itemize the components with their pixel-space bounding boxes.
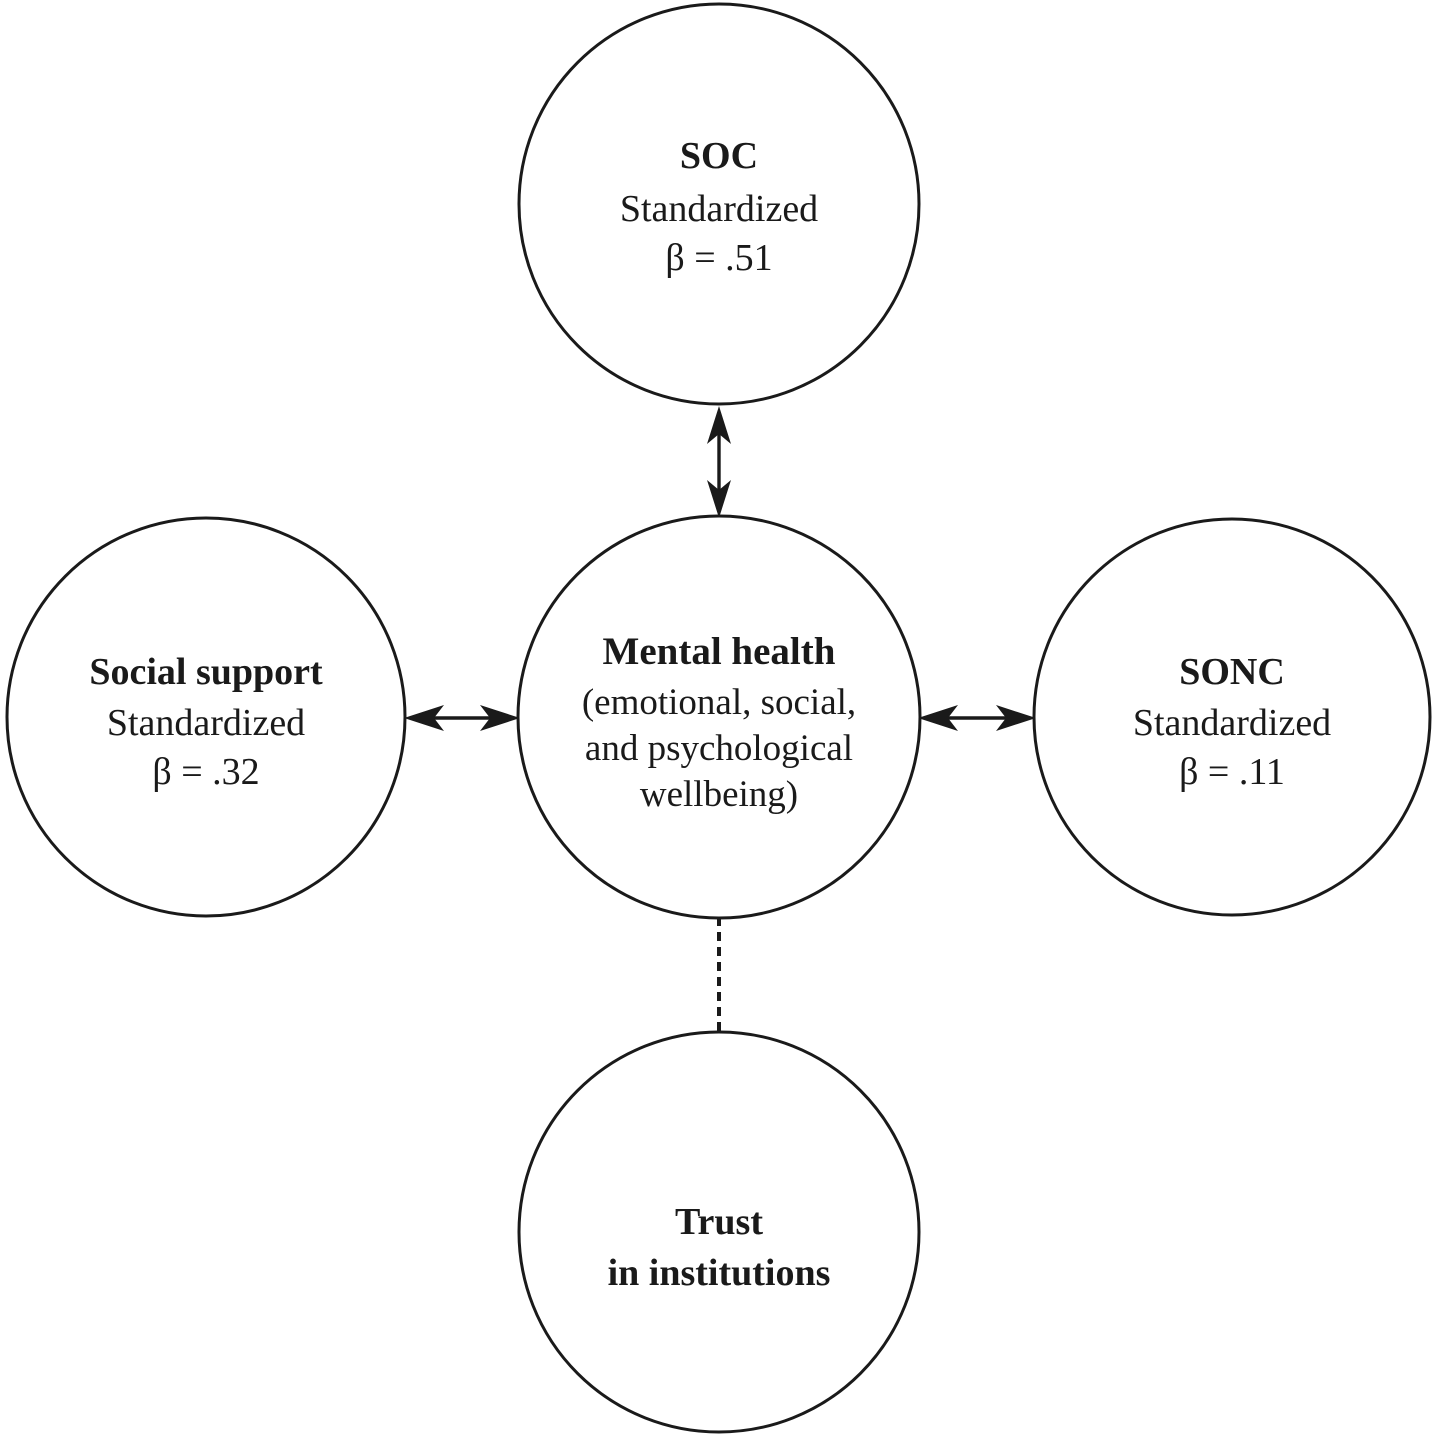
node-soc-line2: Standardized <box>620 188 818 230</box>
node-mental-health-circle[interactable] <box>516 514 922 920</box>
node-trust-in-institutions-title: Trust <box>675 1201 763 1243</box>
arrowhead-up-icon <box>707 406 731 444</box>
edge-soc-mentalhealth <box>707 406 731 518</box>
node-mental-health-line2: (emotional, social, <box>582 682 856 723</box>
node-mental-health-line3: and psychological <box>585 728 853 769</box>
node-trust-in-institutions-circle[interactable] <box>517 1030 921 1434</box>
node-soc-title: SOC <box>680 135 758 177</box>
arrowhead-left-icon <box>918 705 958 731</box>
node-sonc-beta: β = .11 <box>1179 751 1285 793</box>
node-trust-in-institutions-line2: in institutions <box>608 1252 831 1294</box>
node-social-support-circle[interactable] <box>5 516 407 918</box>
node-soc[interactable]: SOC Standardized β = .51 <box>517 2 921 406</box>
node-mental-health-line4: wellbeing) <box>640 774 798 815</box>
edge-socialsupport-mentalhealth <box>404 705 520 731</box>
node-soc-beta: β = .51 <box>665 237 772 279</box>
node-mental-health[interactable]: Mental health (emotional, social, and ps… <box>516 514 922 920</box>
arrowhead-left-icon <box>404 705 444 731</box>
node-sonc-title: SONC <box>1179 651 1285 693</box>
node-mental-health-title: Mental health <box>603 630 836 673</box>
arrowhead-right-icon <box>480 705 520 731</box>
node-social-support-beta: β = .32 <box>152 751 259 793</box>
arrowhead-right-icon <box>996 705 1036 731</box>
edge-mentalhealth-sonc <box>918 705 1036 731</box>
node-soc-circle[interactable] <box>517 2 921 406</box>
arrowhead-down-icon <box>707 480 731 518</box>
node-sonc-line2: Standardized <box>1133 702 1331 744</box>
node-sonc[interactable]: SONC Standardized β = .11 <box>1032 517 1432 917</box>
node-trust-in-institutions[interactable]: Trust in institutions <box>517 1030 921 1434</box>
node-social-support-line2: Standardized <box>107 702 305 744</box>
node-sonc-circle[interactable] <box>1032 517 1432 917</box>
node-social-support-title: Social support <box>89 651 323 693</box>
node-social-support[interactable]: Social support Standardized β = .32 <box>5 516 407 918</box>
